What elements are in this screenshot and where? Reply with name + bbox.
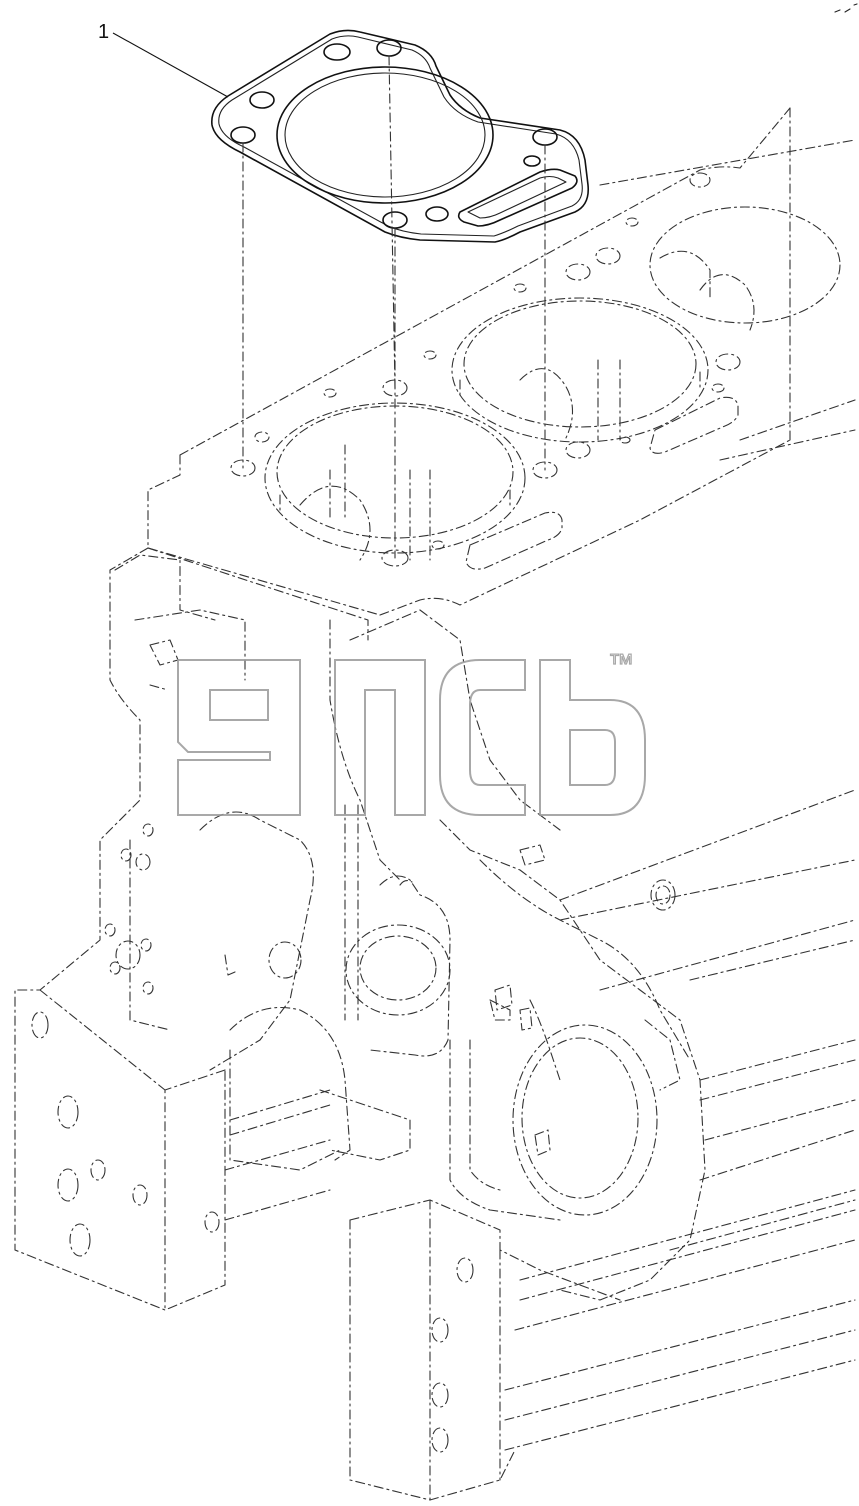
leader-line <box>112 32 229 98</box>
head-gasket[interactable] <box>211 29 590 243</box>
deck-bolt-holes <box>230 172 741 567</box>
callout-label: 1 <box>98 21 109 43</box>
callout-1[interactable]: 1 <box>98 21 229 98</box>
trademark-symbol: ™ <box>608 648 634 678</box>
front-face-holes <box>31 823 676 1257</box>
assembly-guide-lines <box>242 55 546 559</box>
corner-mark <box>834 3 858 13</box>
watermark-logo: ™ <box>177 647 646 816</box>
cylinder-block <box>14 107 856 1501</box>
